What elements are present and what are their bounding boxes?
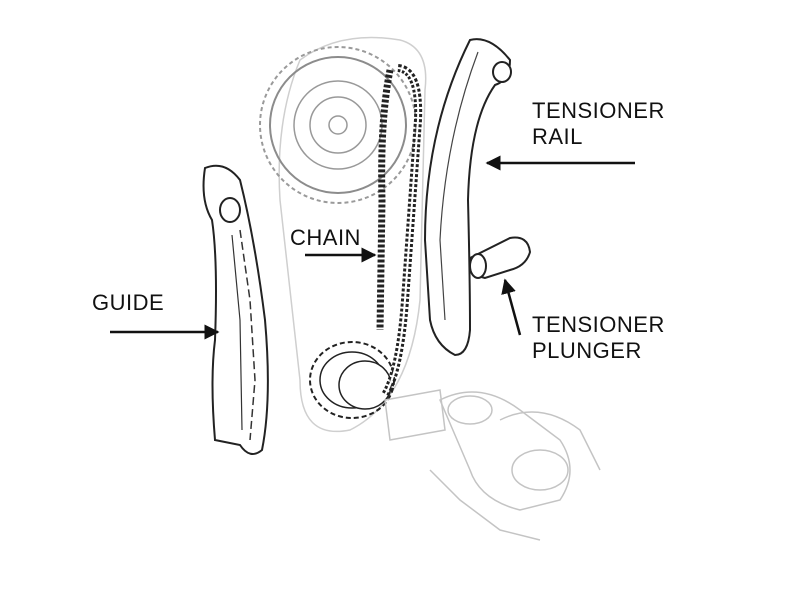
tensioner-plunger-label: TENSIONER PLUNGER <box>532 312 665 364</box>
camshaft-sprocket <box>259 46 417 204</box>
crankshaft-sprocket <box>309 341 395 419</box>
tensioner-rail-label-line1: TENSIONER <box>532 98 665 123</box>
chain-label: CHAIN <box>290 225 361 250</box>
tensioner-rail-label: TENSIONER RAIL <box>532 98 665 150</box>
tensioner-rail <box>423 38 512 357</box>
crankshaft <box>384 389 601 541</box>
chain-guide <box>202 164 269 455</box>
tensioner-plunger-label-line2: PLUNGER <box>532 338 642 363</box>
timing-chain <box>376 64 423 398</box>
guide-label: GUIDE <box>92 290 165 315</box>
tensioner-plunger-arrow <box>501 278 522 336</box>
tensioner-plunger-label-line1: TENSIONER <box>532 312 665 337</box>
tensioner-plunger <box>468 236 532 280</box>
tensioner-rail-label-line2: RAIL <box>532 124 583 149</box>
